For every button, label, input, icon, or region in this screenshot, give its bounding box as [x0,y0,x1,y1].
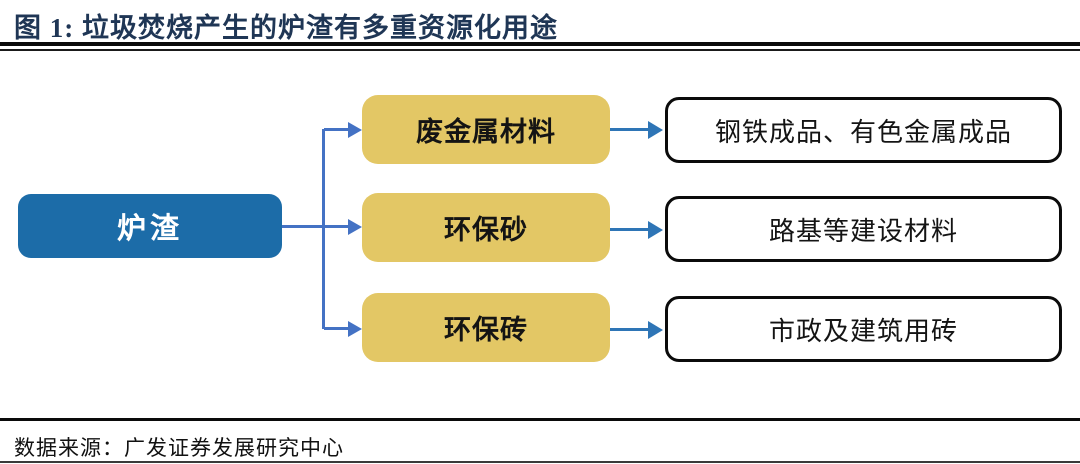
outcome-node-label: 路基等建设材料 [768,216,958,246]
title-divider-thin [0,49,1080,51]
bottom-divider [0,461,1080,463]
category-node-label: 环保砂 [444,215,528,245]
title-divider-thick [0,42,1080,46]
outcome-node-label: 市政及建筑用砖 [768,316,958,346]
arrowhead-to-category-1-icon [348,121,362,138]
root-node-label: 炉渣 [116,213,183,245]
connector-to-category-3 [324,327,350,330]
arrowhead-to-category-2-icon [348,218,362,235]
data-source-text: 数据来源：广发证券发展研究中心 [14,436,344,460]
arrowhead-to-category-3-icon [348,320,362,337]
outcome-node-metal-products: 钢铁成品、有色金属成品 [665,97,1062,163]
connector-to-outcome-2 [610,228,650,231]
outcome-node-construction-bricks: 市政及建筑用砖 [665,296,1062,362]
outcome-node-roadbed-materials: 路基等建设材料 [665,196,1062,262]
connector-branch-vertical [322,129,325,329]
connector-to-category-2 [324,225,350,228]
category-node-eco-brick: 环保砖 [362,293,610,362]
category-node-scrap-metal: 废金属材料 [362,95,610,164]
outcome-node-label: 钢铁成品、有色金属成品 [714,117,1012,147]
category-node-eco-sand: 环保砂 [362,193,610,262]
connector-to-outcome-1 [610,128,650,131]
arrowhead-to-outcome-2-icon [648,220,663,239]
connector-to-outcome-3 [610,328,650,331]
root-node-slag: 炉渣 [18,194,282,258]
figure-title: 图 1: 垃圾焚烧产生的炉渣有多重资源化用途 [14,13,558,43]
footer-divider [0,418,1080,421]
connector-root-horizontal [282,225,324,228]
arrowhead-to-outcome-3-icon [648,320,663,339]
arrowhead-to-outcome-1-icon [648,120,663,139]
category-node-label: 环保砖 [444,315,528,345]
connector-to-category-1 [324,128,350,131]
category-node-label: 废金属材料 [416,117,556,147]
